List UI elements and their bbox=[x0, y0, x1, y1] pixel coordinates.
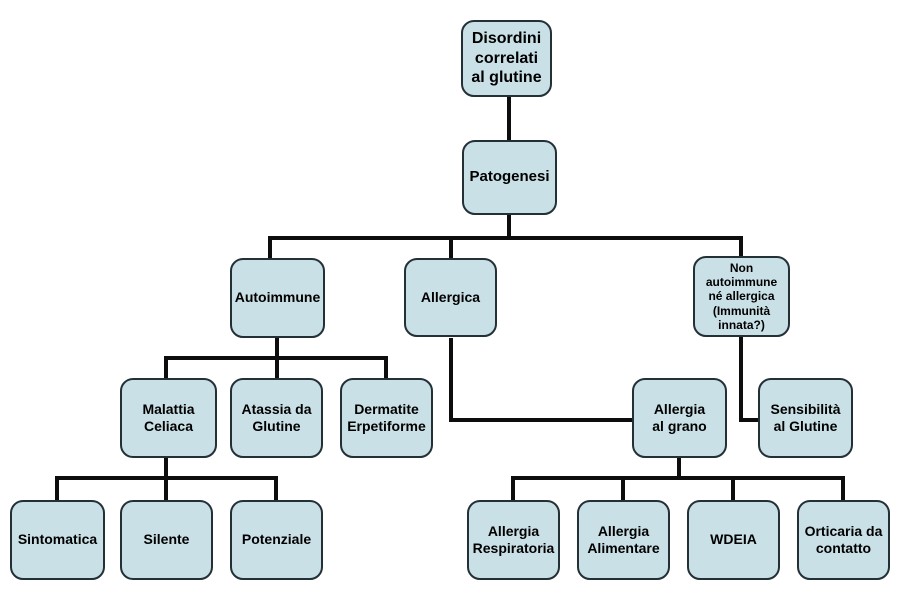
edge-non-autoimmune-stem bbox=[739, 337, 743, 422]
edge-drop-potenziale bbox=[274, 476, 278, 500]
node-allergica: Allergica bbox=[404, 258, 497, 337]
edge-drop-respiratoria bbox=[511, 476, 515, 500]
edge-non-autoimmune-to-sensibilita bbox=[739, 418, 758, 422]
node-malattia-celiaca: Malattia Celiaca bbox=[120, 378, 217, 458]
node-silente: Silente bbox=[120, 500, 213, 580]
edge-drop-dermatite bbox=[384, 356, 388, 378]
node-disordini-correlati-al-glutine: Disordini correlati al glutine bbox=[461, 20, 552, 97]
edge-autoimmune-stem bbox=[275, 338, 279, 358]
edge-grano-bar bbox=[511, 476, 845, 480]
node-orticaria-da-contatto: Orticaria da contatto bbox=[797, 500, 890, 580]
edge-drop-silente bbox=[164, 476, 168, 500]
edge-drop-non-autoimmune bbox=[739, 236, 743, 256]
edge-allergica-stem bbox=[449, 338, 453, 422]
edge-drop-wdeia bbox=[731, 476, 735, 500]
edge-patogenesi-stem bbox=[507, 215, 511, 240]
node-wdeia: WDEIA bbox=[687, 500, 780, 580]
node-patogenesi: Patogenesi bbox=[462, 140, 557, 215]
node-sintomatica: Sintomatica bbox=[10, 500, 105, 580]
edge-drop-orticaria bbox=[841, 476, 845, 500]
edge-grano-stem bbox=[677, 458, 681, 478]
node-autoimmune: Autoimmune bbox=[230, 258, 325, 338]
node-potenziale: Potenziale bbox=[230, 500, 323, 580]
edge-drop-malattia-celiaca bbox=[164, 356, 168, 378]
node-non-autoimmune-ne-allergica: Non autoimmune né allergica (Immunità in… bbox=[693, 256, 790, 337]
node-atassia-da-glutine: Atassia da Glutine bbox=[230, 378, 323, 458]
edge-allergica-to-grano bbox=[449, 418, 632, 422]
node-allergia-al-grano: Allergia al grano bbox=[632, 378, 727, 458]
node-sensibilita-al-glutine: Sensibilità al Glutine bbox=[758, 378, 853, 458]
edge-malattia-stem bbox=[164, 458, 168, 478]
edge-drop-alimentare bbox=[621, 476, 625, 500]
edge-drop-sintomatica bbox=[55, 476, 59, 500]
edge-drop-autoimmune bbox=[268, 236, 272, 258]
edge-drop-atassia bbox=[275, 356, 279, 378]
edge-root-patogenesi bbox=[507, 96, 511, 142]
node-allergia-alimentare: Allergia Alimentare bbox=[577, 500, 670, 580]
edge-drop-allergica bbox=[449, 236, 453, 258]
node-allergia-respiratoria: Allergia Respiratoria bbox=[467, 500, 560, 580]
edge-patogenesi-bar bbox=[268, 236, 743, 240]
node-dermatite-erpetiforme: Dermatite Erpetiforme bbox=[340, 378, 433, 458]
